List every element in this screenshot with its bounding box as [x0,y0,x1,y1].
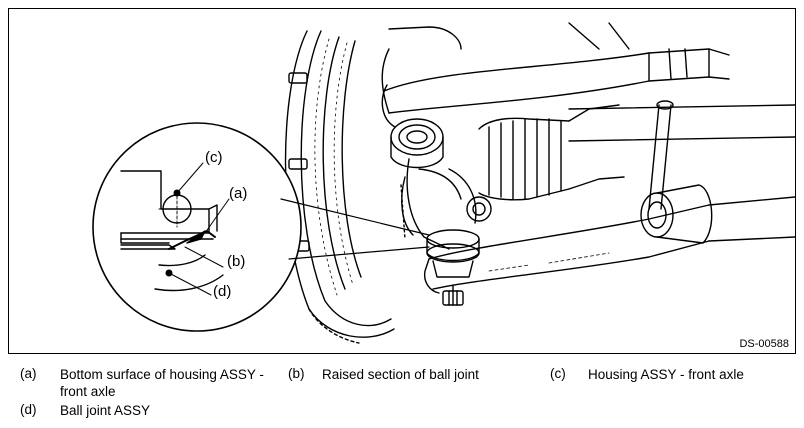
knuckle-bolt [466,196,492,222]
drive-shaft-boot [478,104,625,201]
callout-b: (b) [227,253,246,270]
knuckle [400,158,477,250]
lower-ball-joint [426,229,480,278]
legend-key-d: (d) [20,402,37,417]
legend-text-d: Ball joint ASSY [60,403,151,418]
callout-c: (c) [205,149,223,166]
detail-view [92,122,302,332]
legend-text-b: Raised section of ball joint [322,367,479,382]
legend-key-c: (c) [550,366,566,381]
lower-arm [423,196,795,294]
figure-code: DS-00588 [739,338,789,350]
zoom-lines [280,198,430,260]
legend-text-a: Bottom surface of housing ASSY - front a… [60,367,264,399]
wheel-studs [288,72,310,252]
raised-section-arrow [168,230,216,250]
callout-a: (a) [229,185,248,202]
legend-text-c: Housing ASSY - front axle [588,367,744,382]
figure-frame: (c) (a) (b) (d) DS-00588 [8,8,796,354]
legend-key-a: (a) [20,366,37,381]
arm-bushing [640,184,713,244]
upper-link [381,26,730,114]
callout-leaders [165,162,230,296]
frame-rail [568,22,795,142]
suspension-illustration [92,22,795,344]
upper-ball-joint [381,84,444,169]
legend-key-b: (b) [288,366,305,381]
brake-disc [284,30,395,344]
legend: (a) Bottom surface of housing ASSY - fro… [0,358,804,428]
callout-d: (d) [213,283,232,300]
castle-nut [442,284,464,306]
